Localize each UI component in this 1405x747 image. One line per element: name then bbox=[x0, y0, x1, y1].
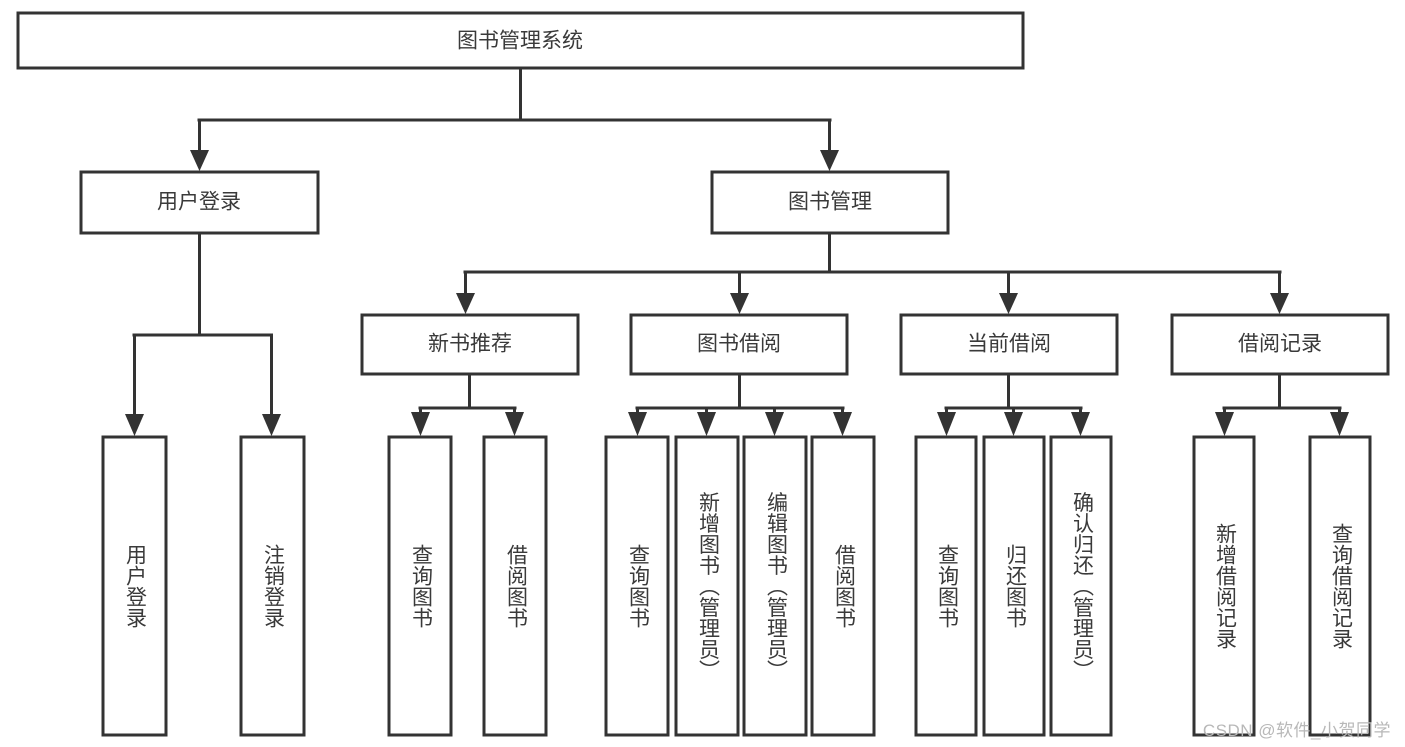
node-current-borrow-rect[interactable] bbox=[899, 313, 1119, 376]
leaf-query-book-current-label: 查询图书 bbox=[935, 544, 959, 628]
leaf-return-book-rect[interactable] bbox=[982, 435, 1046, 737]
arrow-root-to-login bbox=[190, 150, 209, 171]
node-book-management-label: 图书管理 bbox=[788, 191, 872, 214]
leaf-return-book-label: 归还图书 bbox=[1003, 544, 1027, 628]
leaf-query-book-recommend[interactable]: 查询图书 bbox=[387, 435, 453, 737]
leaf-borrow-book-label: 借阅图书 bbox=[832, 544, 856, 628]
leaf-borrow-book[interactable]: 借阅图书 bbox=[810, 435, 876, 737]
node-borrow-record[interactable]: 借阅记录 bbox=[1170, 313, 1390, 376]
leaf-confirm-return-admin-label: 确认归还（管理员） bbox=[1070, 492, 1094, 681]
leaf-query-book-borrow-rect[interactable] bbox=[604, 435, 670, 737]
node-book-management-rect[interactable] bbox=[710, 170, 950, 235]
leaf-query-borrow-record-label: 查询借阅记录 bbox=[1329, 523, 1353, 649]
arrow-bm-to-current bbox=[999, 293, 1018, 314]
node-book-management[interactable]: 图书管理 bbox=[710, 170, 950, 235]
leaf-logout-rect[interactable] bbox=[239, 435, 306, 737]
arrow-borrow-l3 bbox=[765, 412, 784, 436]
leaf-add-borrow-record[interactable]: 新增借阅记录 bbox=[1192, 435, 1256, 737]
leaf-query-book-recommend-label: 查询图书 bbox=[409, 544, 433, 628]
leaf-query-book-borrow-label: 查询图书 bbox=[626, 544, 650, 628]
arrow-bm-to-borrow bbox=[730, 293, 749, 314]
node-root-label: 图书管理系统 bbox=[457, 30, 583, 53]
node-root[interactable]: 图书管理系统 bbox=[16, 11, 1025, 70]
leaf-query-book-recommend-rect[interactable] bbox=[387, 435, 453, 737]
leaf-user-login-rect[interactable] bbox=[101, 435, 168, 737]
arrow-current-l1 bbox=[937, 412, 956, 436]
leaf-add-book-admin-rect[interactable] bbox=[674, 435, 740, 737]
leaf-confirm-return-admin-rect[interactable] bbox=[1049, 435, 1113, 737]
node-current-borrow-label: 当前借阅 bbox=[967, 333, 1051, 356]
node-new-book-recommend-label: 新书推荐 bbox=[428, 333, 512, 356]
node-book-borrow[interactable]: 图书借阅 bbox=[629, 313, 849, 376]
leaf-query-book-current[interactable]: 查询图书 bbox=[914, 435, 978, 737]
arrow-new-l1 bbox=[411, 412, 430, 436]
watermark-text: CSDN @软件_小贺同学 bbox=[1202, 721, 1391, 740]
leaf-query-book-borrow[interactable]: 查询图书 bbox=[604, 435, 670, 737]
leaf-logout-label: 注销登录 bbox=[261, 544, 285, 628]
leaf-query-borrow-record-rect[interactable] bbox=[1308, 435, 1372, 737]
edge-group bbox=[125, 66, 1349, 436]
leaf-user-login[interactable]: 用户登录 bbox=[101, 435, 168, 737]
leaf-edit-book-admin-rect[interactable] bbox=[742, 435, 808, 737]
leaf-borrow-book-recommend-label: 借阅图书 bbox=[504, 544, 528, 628]
leaf-edit-book-admin[interactable]: 编辑图书（管理员） bbox=[742, 435, 808, 737]
arrow-login-l2 bbox=[262, 414, 281, 436]
node-new-book-recommend-rect[interactable] bbox=[360, 313, 580, 376]
arrow-record-l1 bbox=[1215, 412, 1234, 436]
node-borrow-record-rect[interactable] bbox=[1170, 313, 1390, 376]
leaf-confirm-return-admin[interactable]: 确认归还（管理员） bbox=[1049, 435, 1113, 737]
leaf-borrow-book-rect[interactable] bbox=[810, 435, 876, 737]
arrow-root-to-bookmgmt bbox=[820, 150, 839, 171]
leaf-user-login-label: 用户登录 bbox=[123, 544, 147, 628]
arrow-borrow-l1 bbox=[628, 412, 647, 436]
arrow-borrow-l4 bbox=[833, 412, 852, 436]
leaf-add-book-admin[interactable]: 新增图书（管理员） bbox=[674, 435, 740, 737]
leaf-add-borrow-record-label: 新增借阅记录 bbox=[1213, 523, 1237, 649]
arrow-current-l2 bbox=[1004, 412, 1023, 436]
leaf-edit-book-admin-label: 编辑图书（管理员） bbox=[764, 492, 788, 681]
arrow-login-l1 bbox=[125, 414, 144, 436]
leaf-add-borrow-record-rect[interactable] bbox=[1192, 435, 1256, 737]
arrow-current-l3 bbox=[1071, 412, 1090, 436]
node-book-borrow-label: 图书借阅 bbox=[697, 333, 781, 356]
arrow-new-l2 bbox=[505, 412, 524, 436]
node-root-rect[interactable] bbox=[16, 11, 1025, 70]
node-user-login[interactable]: 用户登录 bbox=[79, 170, 320, 235]
leaf-borrow-book-recommend-rect[interactable] bbox=[482, 435, 548, 737]
leaf-logout[interactable]: 注销登录 bbox=[239, 435, 306, 737]
arrow-bm-to-record bbox=[1270, 293, 1289, 314]
node-book-borrow-rect[interactable] bbox=[629, 313, 849, 376]
leaf-add-book-admin-label: 新增图书（管理员） bbox=[696, 492, 720, 681]
arrow-borrow-l2 bbox=[697, 412, 716, 436]
leaf-query-book-current-rect[interactable] bbox=[914, 435, 978, 737]
node-user-login-label: 用户登录 bbox=[157, 191, 241, 214]
node-user-login-rect[interactable] bbox=[79, 170, 320, 235]
arrow-record-l2 bbox=[1330, 412, 1349, 436]
arrow-bm-to-new bbox=[456, 293, 475, 314]
node-new-book-recommend[interactable]: 新书推荐 bbox=[360, 313, 580, 376]
leaf-return-book[interactable]: 归还图书 bbox=[982, 435, 1046, 737]
node-borrow-record-label: 借阅记录 bbox=[1238, 333, 1322, 356]
leaf-borrow-book-recommend[interactable]: 借阅图书 bbox=[482, 435, 548, 737]
leaf-query-borrow-record[interactable]: 查询借阅记录 bbox=[1308, 435, 1372, 737]
node-current-borrow[interactable]: 当前借阅 bbox=[899, 313, 1119, 376]
